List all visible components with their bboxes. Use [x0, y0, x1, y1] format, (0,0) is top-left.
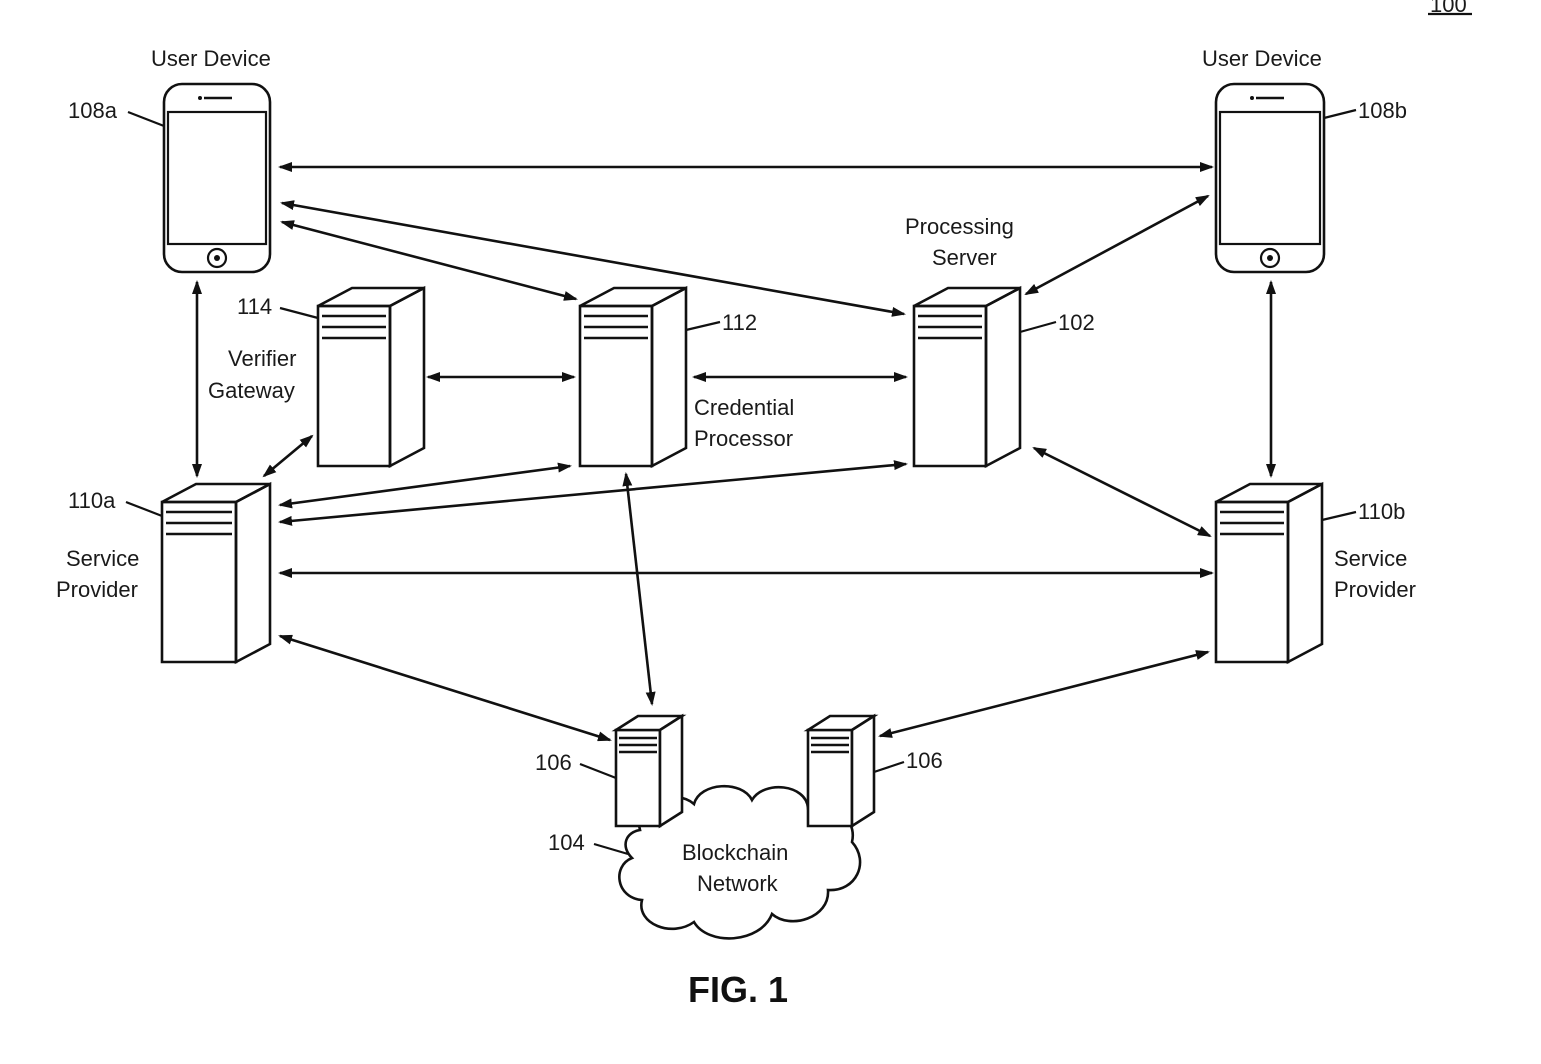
arrow-user-a-processing-server — [282, 203, 904, 314]
arrow-user-b-processing-server — [1026, 196, 1208, 294]
user-device-a-label: User Device — [151, 46, 271, 71]
tower-server-icon — [808, 716, 874, 826]
verifier-gateway-label-1: Verifier — [228, 346, 296, 371]
user-device-b-ref: 108b — [1358, 98, 1407, 123]
verifier-gateway-label-2: Gateway — [208, 378, 295, 403]
tower-server-icon — [162, 484, 270, 662]
processing-server: Processing Server 102 — [905, 214, 1095, 466]
service-provider-a: 110a Service Provider — [56, 484, 270, 662]
service-provider-a-label-2: Provider — [56, 577, 138, 602]
figure-caption: FIG. 1 — [688, 969, 788, 1010]
smartphone-icon — [1216, 84, 1324, 272]
user-device-b-label: User Device — [1202, 46, 1322, 71]
blockchain-node-left: 106 — [535, 716, 682, 826]
smartphone-icon — [164, 84, 270, 272]
figure-ref-number: 100 — [1428, 0, 1472, 17]
arrow-user-a-credential-processor — [282, 222, 576, 299]
credential-processor-label-1: Credential — [694, 395, 794, 420]
blockchain-node-left-ref: 106 — [535, 750, 572, 775]
verifier-gateway: 114 Verifier Gateway — [208, 288, 424, 466]
processing-server-label-2: Server — [932, 245, 997, 270]
blockchain-network-label-1: Blockchain — [682, 840, 788, 865]
processing-server-label-1: Processing — [905, 214, 1014, 239]
service-provider-b-label-2: Provider — [1334, 577, 1416, 602]
blockchain-network-label-2: Network — [697, 871, 779, 896]
arrow-processing-service-provider-b — [1034, 448, 1210, 536]
credential-processor-label-2: Processor — [694, 426, 793, 451]
service-provider-b: 110b Service Provider — [1216, 484, 1416, 662]
blockchain-node-right-ref: 106 — [906, 748, 943, 773]
blockchain-node-right: 106 — [808, 716, 943, 826]
arrow-service-provider-a-blockchain-node — [280, 636, 610, 740]
service-provider-b-label-1: Service — [1334, 546, 1407, 571]
connections — [197, 167, 1271, 740]
service-provider-b-ref: 110b — [1358, 499, 1405, 524]
blockchain-network-ref: 104 — [548, 830, 585, 855]
tower-server-icon — [1216, 484, 1322, 662]
credential-processor-ref: 112 — [722, 310, 757, 335]
tower-server-icon — [616, 716, 682, 826]
user-device-a: User Device 108a — [68, 46, 271, 272]
verifier-gateway-ref: 114 — [237, 294, 272, 319]
arrow-service-provider-b-blockchain-node — [880, 652, 1208, 736]
arrow-verifier-service-provider-a — [264, 436, 312, 476]
tower-server-icon — [580, 288, 686, 466]
tower-server-icon — [914, 288, 1020, 466]
user-device-b: User Device 108b — [1202, 46, 1407, 272]
processing-server-ref: 102 — [1058, 310, 1095, 335]
arrow-credential-blockchain — [626, 474, 652, 704]
tower-server-icon — [318, 288, 424, 466]
service-provider-a-ref: 110a — [68, 488, 116, 513]
user-device-a-ref: 108a — [68, 98, 118, 123]
service-provider-a-label-1: Service — [66, 546, 139, 571]
